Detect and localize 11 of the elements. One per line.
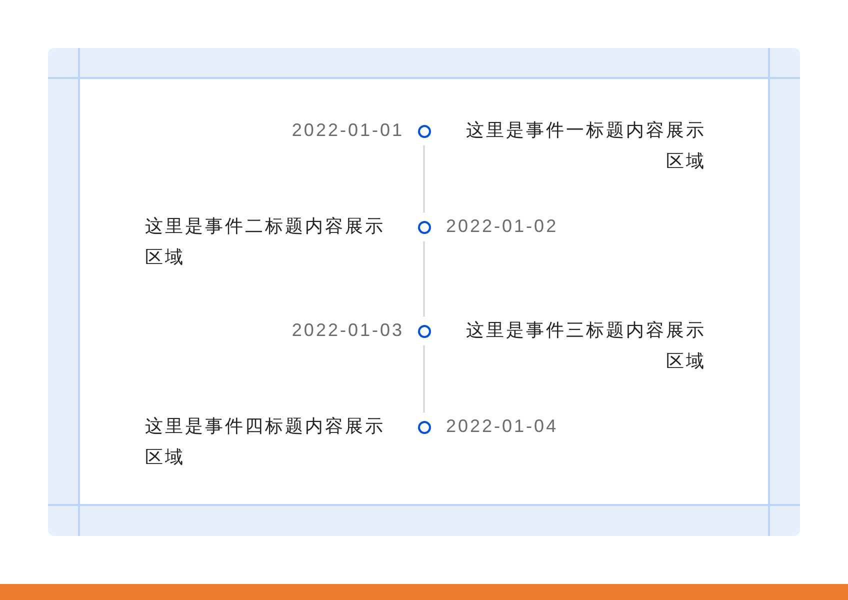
- date-label: 2022-01-01: [292, 119, 404, 142]
- connector-line: [423, 242, 425, 316]
- connector-line: [423, 346, 425, 412]
- connector-line: [423, 146, 425, 212]
- event-title: 这里是事件四标题内容展示区域: [145, 415, 386, 469]
- date-label: 2022-01-03: [292, 319, 404, 342]
- date-label: 2022-01-02: [446, 215, 558, 238]
- event-title: 这里是事件三标题内容展示区域: [465, 319, 706, 373]
- date-label: 2022-01-04: [446, 415, 558, 438]
- event-title: 这里是事件一标题内容展示区域: [465, 119, 706, 173]
- event-title: 这里是事件二标题内容展示区域: [145, 215, 386, 269]
